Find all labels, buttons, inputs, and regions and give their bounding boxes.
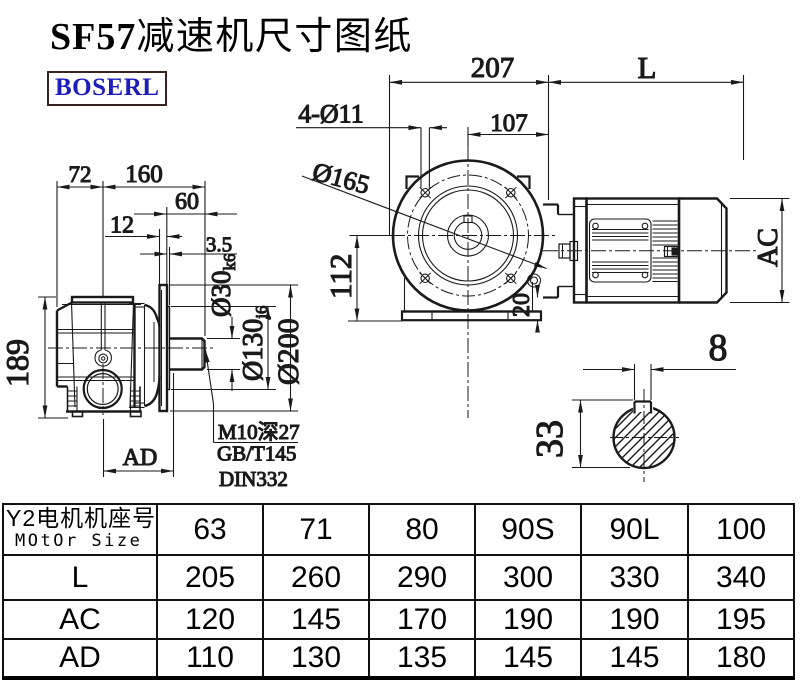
size-90S: 90S xyxy=(474,503,582,556)
dim-holes-label: 4-Ø11 xyxy=(298,100,363,129)
table-row-AD: AD 110 130 135 145 145 180 xyxy=(2,638,795,679)
front-view-housing xyxy=(400,175,574,322)
side-view-gearbox-body xyxy=(55,283,206,418)
section-dimension-lines xyxy=(578,367,736,468)
motor-size-header-en: MOtOr Size xyxy=(15,530,143,551)
tapped-hole-note-line1: M10深27 xyxy=(218,420,300,444)
bolt-holes xyxy=(419,186,517,285)
AC-value: 195 xyxy=(687,599,795,640)
front-view-centerlines xyxy=(390,146,757,418)
AC-value: 190 xyxy=(474,599,582,640)
AC-value: 145 xyxy=(262,599,370,640)
dim-L-label: L xyxy=(638,50,657,85)
title-chinese: 减速机尺寸图纸 xyxy=(136,16,413,58)
dim-bolt-circle-label: Ø165 xyxy=(309,157,372,200)
table-row-AC: AC 120 145 170 190 190 195 xyxy=(2,599,795,640)
size-80: 80 xyxy=(368,503,476,556)
AC-value: 120 xyxy=(156,599,264,640)
dim-72-label: 72 xyxy=(69,162,92,187)
dim-107-label: 107 xyxy=(490,110,528,137)
shaft-section-view: 8 33 xyxy=(528,326,736,482)
dim-60-label: 60 xyxy=(175,189,199,215)
dim-key-height-label: 33 xyxy=(529,420,571,458)
L-value: 340 xyxy=(687,554,795,601)
AD-value: 145 xyxy=(580,638,689,679)
table-header-row: Y2电机机座号 MOtOr Size 63 71 80 90S 90L 100 xyxy=(2,503,795,556)
motor-size-header-cn: Y2电机机座号 xyxy=(6,504,157,531)
AD-value: 145 xyxy=(474,638,582,679)
dim-ac-label: AC xyxy=(753,228,784,267)
tapped-hole-note-line2: GB/T145 xyxy=(217,442,296,466)
dim-shaft-label: Ø30k6 xyxy=(206,254,239,318)
AD-value: 130 xyxy=(262,638,370,679)
dim-3p5-label: 3.5 xyxy=(206,233,232,257)
size-90L: 90L xyxy=(580,503,689,556)
front-view-motor xyxy=(558,197,728,304)
AD-value: 180 xyxy=(687,638,795,679)
dim-207-label: 207 xyxy=(471,52,515,84)
size-63: 63 xyxy=(156,503,264,556)
spec-table: Y2电机机座号 MOtOr Size 63 71 80 90S 90L 100 … xyxy=(2,503,795,680)
row-label-AC: AC xyxy=(2,599,158,640)
brand-name: BOSERL xyxy=(55,74,160,101)
table-row-L: L 205 260 290 300 330 340 xyxy=(2,554,795,601)
L-value: 260 xyxy=(262,554,370,601)
brand-logo: BOSERL xyxy=(47,71,168,106)
dim-20-label: 20 xyxy=(509,293,535,317)
motor-fins xyxy=(592,220,678,282)
dim-112-label: 112 xyxy=(323,254,358,299)
page-title: SF57减速机尺寸图纸 xyxy=(50,16,413,58)
side-view-dimension-lines xyxy=(42,184,298,474)
L-value: 300 xyxy=(474,554,582,601)
dim-flange-label: Ø200 xyxy=(272,318,305,385)
front-view-dimension-lines xyxy=(296,79,785,333)
side-view-extension-lines xyxy=(38,181,298,477)
dim-ad-label: AD xyxy=(123,445,158,471)
dim-12-label: 12 xyxy=(110,213,134,239)
dim-160-label: 160 xyxy=(125,161,163,188)
size-71: 71 xyxy=(262,503,370,556)
size-100: 100 xyxy=(687,503,795,556)
motor-size-header-cell: Y2电机机座号 MOtOr Size xyxy=(2,503,158,556)
L-value: 205 xyxy=(156,554,264,601)
AC-value: 190 xyxy=(580,599,689,640)
dim-spigot-label: Ø130j6 xyxy=(238,306,271,381)
L-value: 330 xyxy=(580,554,689,601)
model-code: SF57 xyxy=(50,16,137,58)
row-label-L: L xyxy=(2,554,158,601)
side-view-centerlines xyxy=(48,347,213,415)
row-label-AD: AD xyxy=(2,638,158,679)
AD-value: 135 xyxy=(368,638,476,679)
dim-key-width-label: 8 xyxy=(709,327,728,369)
front-view-extension-lines xyxy=(348,75,790,322)
dim-189-label: 189 xyxy=(0,339,35,387)
AC-value: 170 xyxy=(368,599,476,640)
section-centerlines xyxy=(610,389,679,482)
AD-value: 110 xyxy=(156,638,264,679)
L-value: 290 xyxy=(368,554,476,601)
side-view: 72 160 60 12 3.5 189 Ø30k6 Ø130j6 Ø200 A… xyxy=(0,160,306,491)
tapped-hole-note-line3: DIN332 xyxy=(219,467,288,491)
keyway-slot xyxy=(633,400,653,414)
